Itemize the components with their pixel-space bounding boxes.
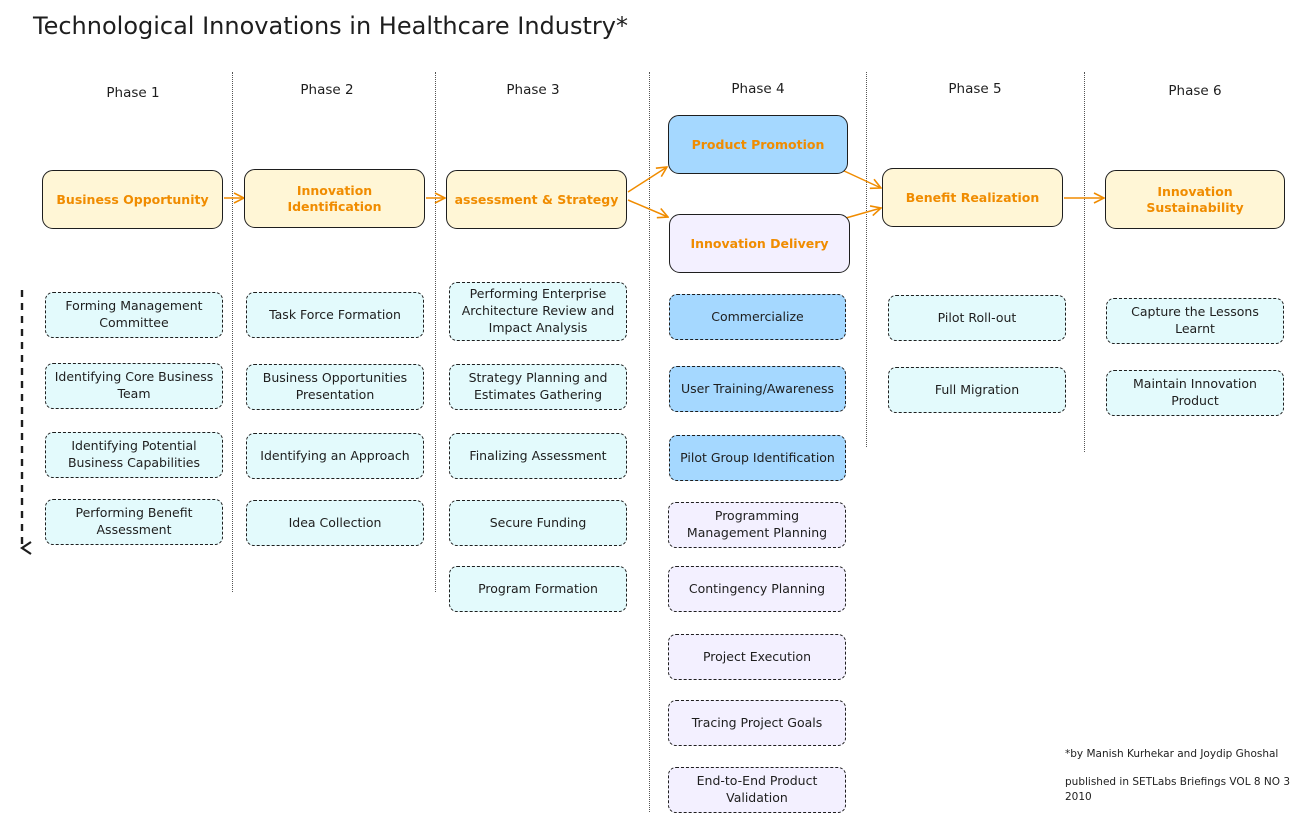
task-performing-enterprise-architecture-review: Performing Enterprise Architecture Revie… xyxy=(449,282,627,341)
task-capture-the-lessons-learnt: Capture the Lessons Learnt xyxy=(1106,298,1284,344)
credit-authors: *by Manish Kurhekar and Joydip Ghoshal xyxy=(1065,748,1279,760)
phase-divider-5 xyxy=(1084,72,1085,452)
task-performing-benefit-assessment: Performing Benefit Assessment xyxy=(45,499,223,545)
phase-1-label: Phase 1 xyxy=(106,85,160,101)
task-task-force-formation: Task Force Formation xyxy=(246,292,424,338)
task-secure-funding: Secure Funding xyxy=(449,500,627,546)
task-contingency-planning: Contingency Planning xyxy=(668,566,846,612)
task-end-to-end-product-validation: End-to-End Product Validation xyxy=(668,767,846,813)
benefit-realization-box: Benefit Realization xyxy=(882,168,1063,227)
task-tracing-project-goals: Tracing Project Goals xyxy=(668,700,846,746)
task-user-training-awareness: User Training/Awareness xyxy=(669,366,846,412)
task-pilot-roll-out: Pilot Roll-out xyxy=(888,295,1066,341)
task-program-formation: Program Formation xyxy=(449,566,627,612)
arrow-assessment-to-delivery xyxy=(627,199,668,217)
innovation-identification-box: Innovation Identification xyxy=(244,169,425,228)
task-idea-collection: Idea Collection xyxy=(246,500,424,546)
task-full-migration: Full Migration xyxy=(888,367,1066,413)
business-opportunity-box: Business Opportunity xyxy=(42,170,223,229)
task-project-execution: Project Execution xyxy=(668,634,846,680)
arrow-promotion-to-benefit xyxy=(841,169,881,188)
phase-divider-1 xyxy=(232,72,233,592)
phase-4-label: Phase 4 xyxy=(731,81,785,97)
arrow-assessment-to-promotion xyxy=(627,167,667,193)
innovation-delivery-box: Innovation Delivery xyxy=(669,214,850,273)
phase-divider-2 xyxy=(435,72,436,592)
product-promotion-box: Product Promotion xyxy=(668,115,848,174)
task-maintain-innovation-product: Maintain Innovation Product xyxy=(1106,370,1284,416)
phase-divider-4 xyxy=(866,72,867,447)
innovation-sustainability-box: Innovation Sustainability xyxy=(1105,170,1285,229)
arrow-delivery-to-benefit xyxy=(845,208,881,219)
task-business-opportunities-presentation: Business Opportunities Presentation xyxy=(246,364,424,410)
task-commercialize: Commercialize xyxy=(669,294,846,340)
task-identifying-potential-business-capabilities: Identifying Potential Business Capabilit… xyxy=(45,432,223,478)
task-programming-management-planning: Programming Management Planning xyxy=(668,502,846,548)
task-identifying-an-approach: Identifying an Approach xyxy=(246,433,424,479)
phase-6-label: Phase 6 xyxy=(1168,83,1222,99)
phase-3-label: Phase 3 xyxy=(506,82,560,98)
assessment-strategy-box: assessment & Strategy xyxy=(446,170,627,229)
task-identifying-core-business-team: Identifying Core Business Team xyxy=(45,363,223,409)
phase-2-label: Phase 2 xyxy=(300,82,354,98)
task-finalizing-assessment: Finalizing Assessment xyxy=(449,433,627,479)
phase-5-label: Phase 5 xyxy=(948,81,1002,97)
task-forming-management-committee: Forming Management Committee xyxy=(45,292,223,338)
task-pilot-group-identification: Pilot Group Identification xyxy=(669,435,846,481)
phase-divider-3 xyxy=(649,72,650,812)
task-strategy-planning: Strategy Planning and Estimates Gatherin… xyxy=(449,364,627,410)
credit-publication: published in SETLabs Briefings VOL 8 NO … xyxy=(1065,776,1291,803)
diagram-title: Technological Innovations in Healthcare … xyxy=(33,12,628,40)
